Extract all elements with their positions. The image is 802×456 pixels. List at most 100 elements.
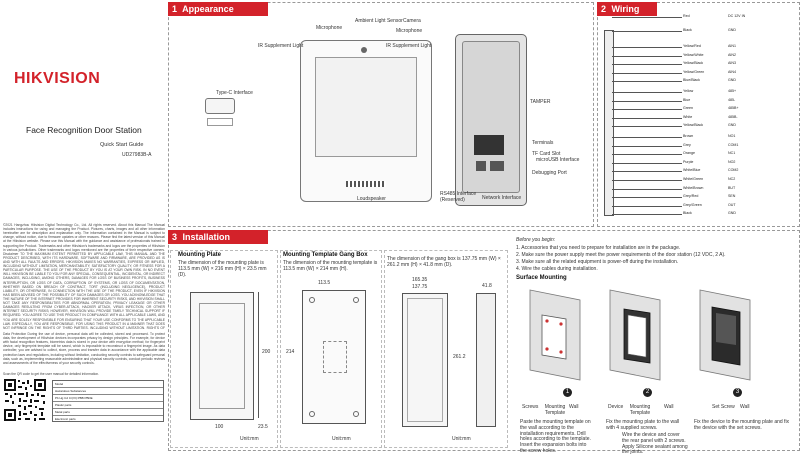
hazard-row: Plastic parts xyxy=(53,402,163,409)
wire-line xyxy=(612,92,682,93)
fig1-label-template: Mounting Template xyxy=(544,404,566,416)
wire-color: Black xyxy=(683,28,692,32)
wire-line xyxy=(612,188,682,190)
wiring-connector xyxy=(604,30,614,216)
before-step-3: 3. Make sure all the related equipment i… xyxy=(516,259,679,265)
data-protection-text: Data Protection During the use of device… xyxy=(3,332,165,365)
wire-color: Purple xyxy=(683,159,694,164)
gangbox-desc: The dimension of the gang box is 137.75 … xyxy=(387,256,501,268)
template-box xyxy=(280,250,382,448)
wire-color: Grey/Red xyxy=(683,194,699,199)
wire-line xyxy=(612,171,682,173)
camera-dot xyxy=(361,47,367,53)
wire-color: White/Green xyxy=(683,177,704,181)
wire-line xyxy=(612,47,682,48)
wire-color: Blue xyxy=(683,97,691,102)
wire-signal: SEN xyxy=(728,194,736,199)
installation-header: 3 Installation xyxy=(168,230,268,244)
template-title: Mounting Template Gang Box xyxy=(283,252,368,258)
wire-line xyxy=(612,137,682,138)
template-drawing xyxy=(302,290,366,424)
device-rear xyxy=(455,34,527,206)
wire-line xyxy=(612,205,682,207)
wire-signal: GND xyxy=(728,123,736,128)
wire-color: Yellow xyxy=(683,89,694,93)
wire-color: Blue/Black xyxy=(683,78,700,83)
label-terminals: Terminals xyxy=(532,140,554,146)
wire-signal: 485+ xyxy=(728,89,737,93)
wire-signal: GND xyxy=(728,78,736,83)
wire-line xyxy=(612,154,682,156)
wire-color: Red xyxy=(683,14,690,18)
fig1-label-wall: Wall xyxy=(569,404,579,410)
wire-signal: AIN2 xyxy=(728,52,736,57)
device-screen xyxy=(315,57,417,157)
wire-color: Brown xyxy=(683,134,694,138)
fig1-wall xyxy=(520,285,590,385)
document-id: UD27983B-A xyxy=(122,152,152,158)
wire-signal: NC1 xyxy=(728,151,736,156)
wire-color: Yellow/Red xyxy=(683,44,701,48)
fig3-wall xyxy=(690,285,760,385)
wire-color: Grey xyxy=(683,142,691,147)
wiring-header: 2 Wiring xyxy=(597,2,657,16)
before-title: Before you begin: xyxy=(516,237,556,243)
before-step-1: 1. Accessories that you need to prepare … xyxy=(516,245,681,251)
hazard-row: Electronic parts xyxy=(55,417,76,421)
wire-color: Yellow/Black xyxy=(683,123,704,128)
wire-line xyxy=(612,126,682,128)
wire-color: Yellow/White xyxy=(683,52,704,57)
gangbox-dim-w1: 165.35 xyxy=(412,277,428,283)
wire-signal: GND xyxy=(728,211,736,216)
wire-line xyxy=(612,100,682,102)
wire-line xyxy=(612,17,682,18)
template-dim-height: 214 xyxy=(286,349,295,355)
wire-line xyxy=(612,109,682,111)
wire-color: Black xyxy=(683,211,692,216)
wire-color: White/Blue xyxy=(683,168,701,173)
fig3-step-badge: 3 xyxy=(733,388,742,397)
gangbox-dim-height: 261.2 xyxy=(453,354,466,360)
gangbox-dim-w2: 137.75 xyxy=(412,284,428,290)
hazard-row: Hazardous Substances xyxy=(53,388,163,395)
device-side-lower xyxy=(207,118,233,126)
mounting-plate-title: Mounting Plate xyxy=(178,252,221,258)
wire-signal: COM1 xyxy=(728,142,739,147)
label-type-c: Type-C Interface xyxy=(216,90,253,96)
wire-signal: OUT xyxy=(728,202,736,207)
plate-height-line xyxy=(258,292,259,418)
wire-signal: AIN1 xyxy=(728,44,736,48)
wire-line xyxy=(612,197,682,199)
wire-signal: COM2 xyxy=(728,168,739,173)
wire-line xyxy=(612,64,682,66)
label-ir-right: IR Supplement Light xyxy=(386,43,432,49)
template-desc: The dimension of the mounting template i… xyxy=(283,260,378,272)
label-microphone-2: Microphone xyxy=(396,28,423,34)
label-microphone: Microphone xyxy=(316,25,343,31)
scan-qr-text: Scan the QR code to get the user manual … xyxy=(3,372,100,376)
debug-port-block xyxy=(476,161,486,171)
label-debug-port: Debugging Port xyxy=(532,170,567,176)
before-step-2: 2. Make sure the power supply meet the p… xyxy=(516,252,726,258)
wire-color: Orange xyxy=(683,151,695,156)
plate-dim-depth: 23.5 xyxy=(258,424,268,430)
template-dim-width: 113.5 xyxy=(318,280,331,286)
plate-dim-width: 100 xyxy=(215,424,224,430)
plate-unit: Unit:mm xyxy=(240,436,259,442)
wire-color: White/Brown xyxy=(683,185,704,190)
wire-line xyxy=(612,81,682,83)
brand-logo: HIKVISION xyxy=(14,70,101,87)
mounting-plate-drawing xyxy=(190,292,254,420)
terminals-block xyxy=(474,135,504,155)
hazard-row: Model xyxy=(53,381,163,388)
wire-color: White xyxy=(683,114,693,119)
wire-color: Grey/Green xyxy=(683,202,702,207)
mounting-plate-box xyxy=(170,250,278,448)
fig2-label-template: Mounting Template xyxy=(629,404,651,416)
wire-line xyxy=(612,117,682,119)
hazard-row: Pb Hg Cd Cr(VI) PBB PBDE xyxy=(53,395,163,402)
label-tamper: TAMPER xyxy=(530,99,551,105)
wire-color: Yellow/Green xyxy=(683,69,705,74)
gangbox-dim-depth: 41.8 xyxy=(482,283,492,289)
wire-color: Yellow/Black xyxy=(683,61,704,66)
